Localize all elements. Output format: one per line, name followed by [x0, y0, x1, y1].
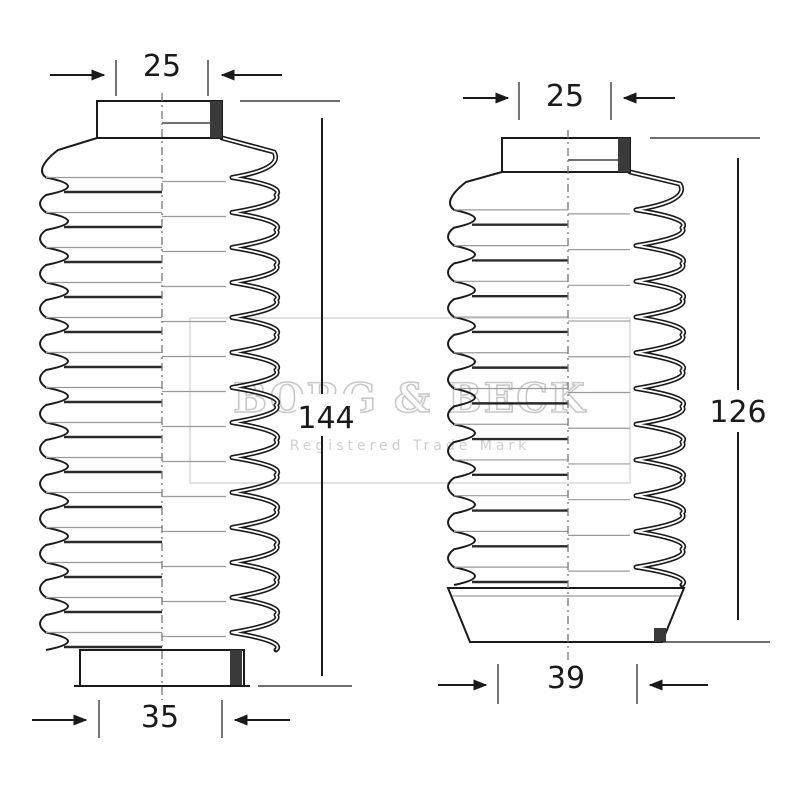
boot-left-top-collar-section	[210, 101, 222, 138]
boot-right-top-diameter-label: 25	[546, 79, 584, 114]
boot-right-body	[446, 130, 686, 660]
boot-left-section-right-inner	[221, 137, 279, 651]
boot-left-body	[39, 93, 280, 700]
boot-right-outline-left	[447, 171, 503, 586]
watermark-brand: BORG & BECK	[233, 375, 587, 422]
boot-left-length-dimension: 144	[240, 100, 360, 687]
watermark: BORG & BECK Registered Trade Mark	[189, 317, 631, 484]
boot-right-bottom-skirt-section	[654, 628, 666, 642]
boot-right-bottom-dimension: 39	[438, 661, 708, 704]
boot-left-bottom-diameter-label: 35	[141, 700, 179, 735]
boot-right-length-label: 126	[709, 395, 766, 430]
boot-left-outline-left	[39, 137, 98, 651]
boot-left-top-dimension: 25	[50, 49, 282, 96]
boot-left-length-label: 144	[297, 401, 354, 436]
boot-right-section-right-inner	[629, 171, 685, 586]
watermark-frame	[189, 317, 631, 484]
boot-right: 25 39 126	[438, 79, 772, 704]
boot-right-bottom-diameter-label: 39	[547, 661, 585, 696]
watermark-tagline: Registered Trade Mark	[290, 438, 531, 454]
boot-right-top-collar-section	[618, 138, 630, 172]
boot-right-top-collar	[501, 137, 631, 173]
boot-right-length-dimension: 126	[650, 137, 772, 643]
boot-left-bottom-dimension: 35	[32, 700, 290, 738]
boot-left-bottom-collar-section	[230, 650, 242, 686]
boot-left-top-collar	[96, 100, 223, 139]
boot-left: 25 35 144	[32, 49, 360, 738]
boot-right-top-dimension: 25	[463, 79, 675, 120]
boot-left-top-diameter-label: 25	[143, 49, 181, 84]
